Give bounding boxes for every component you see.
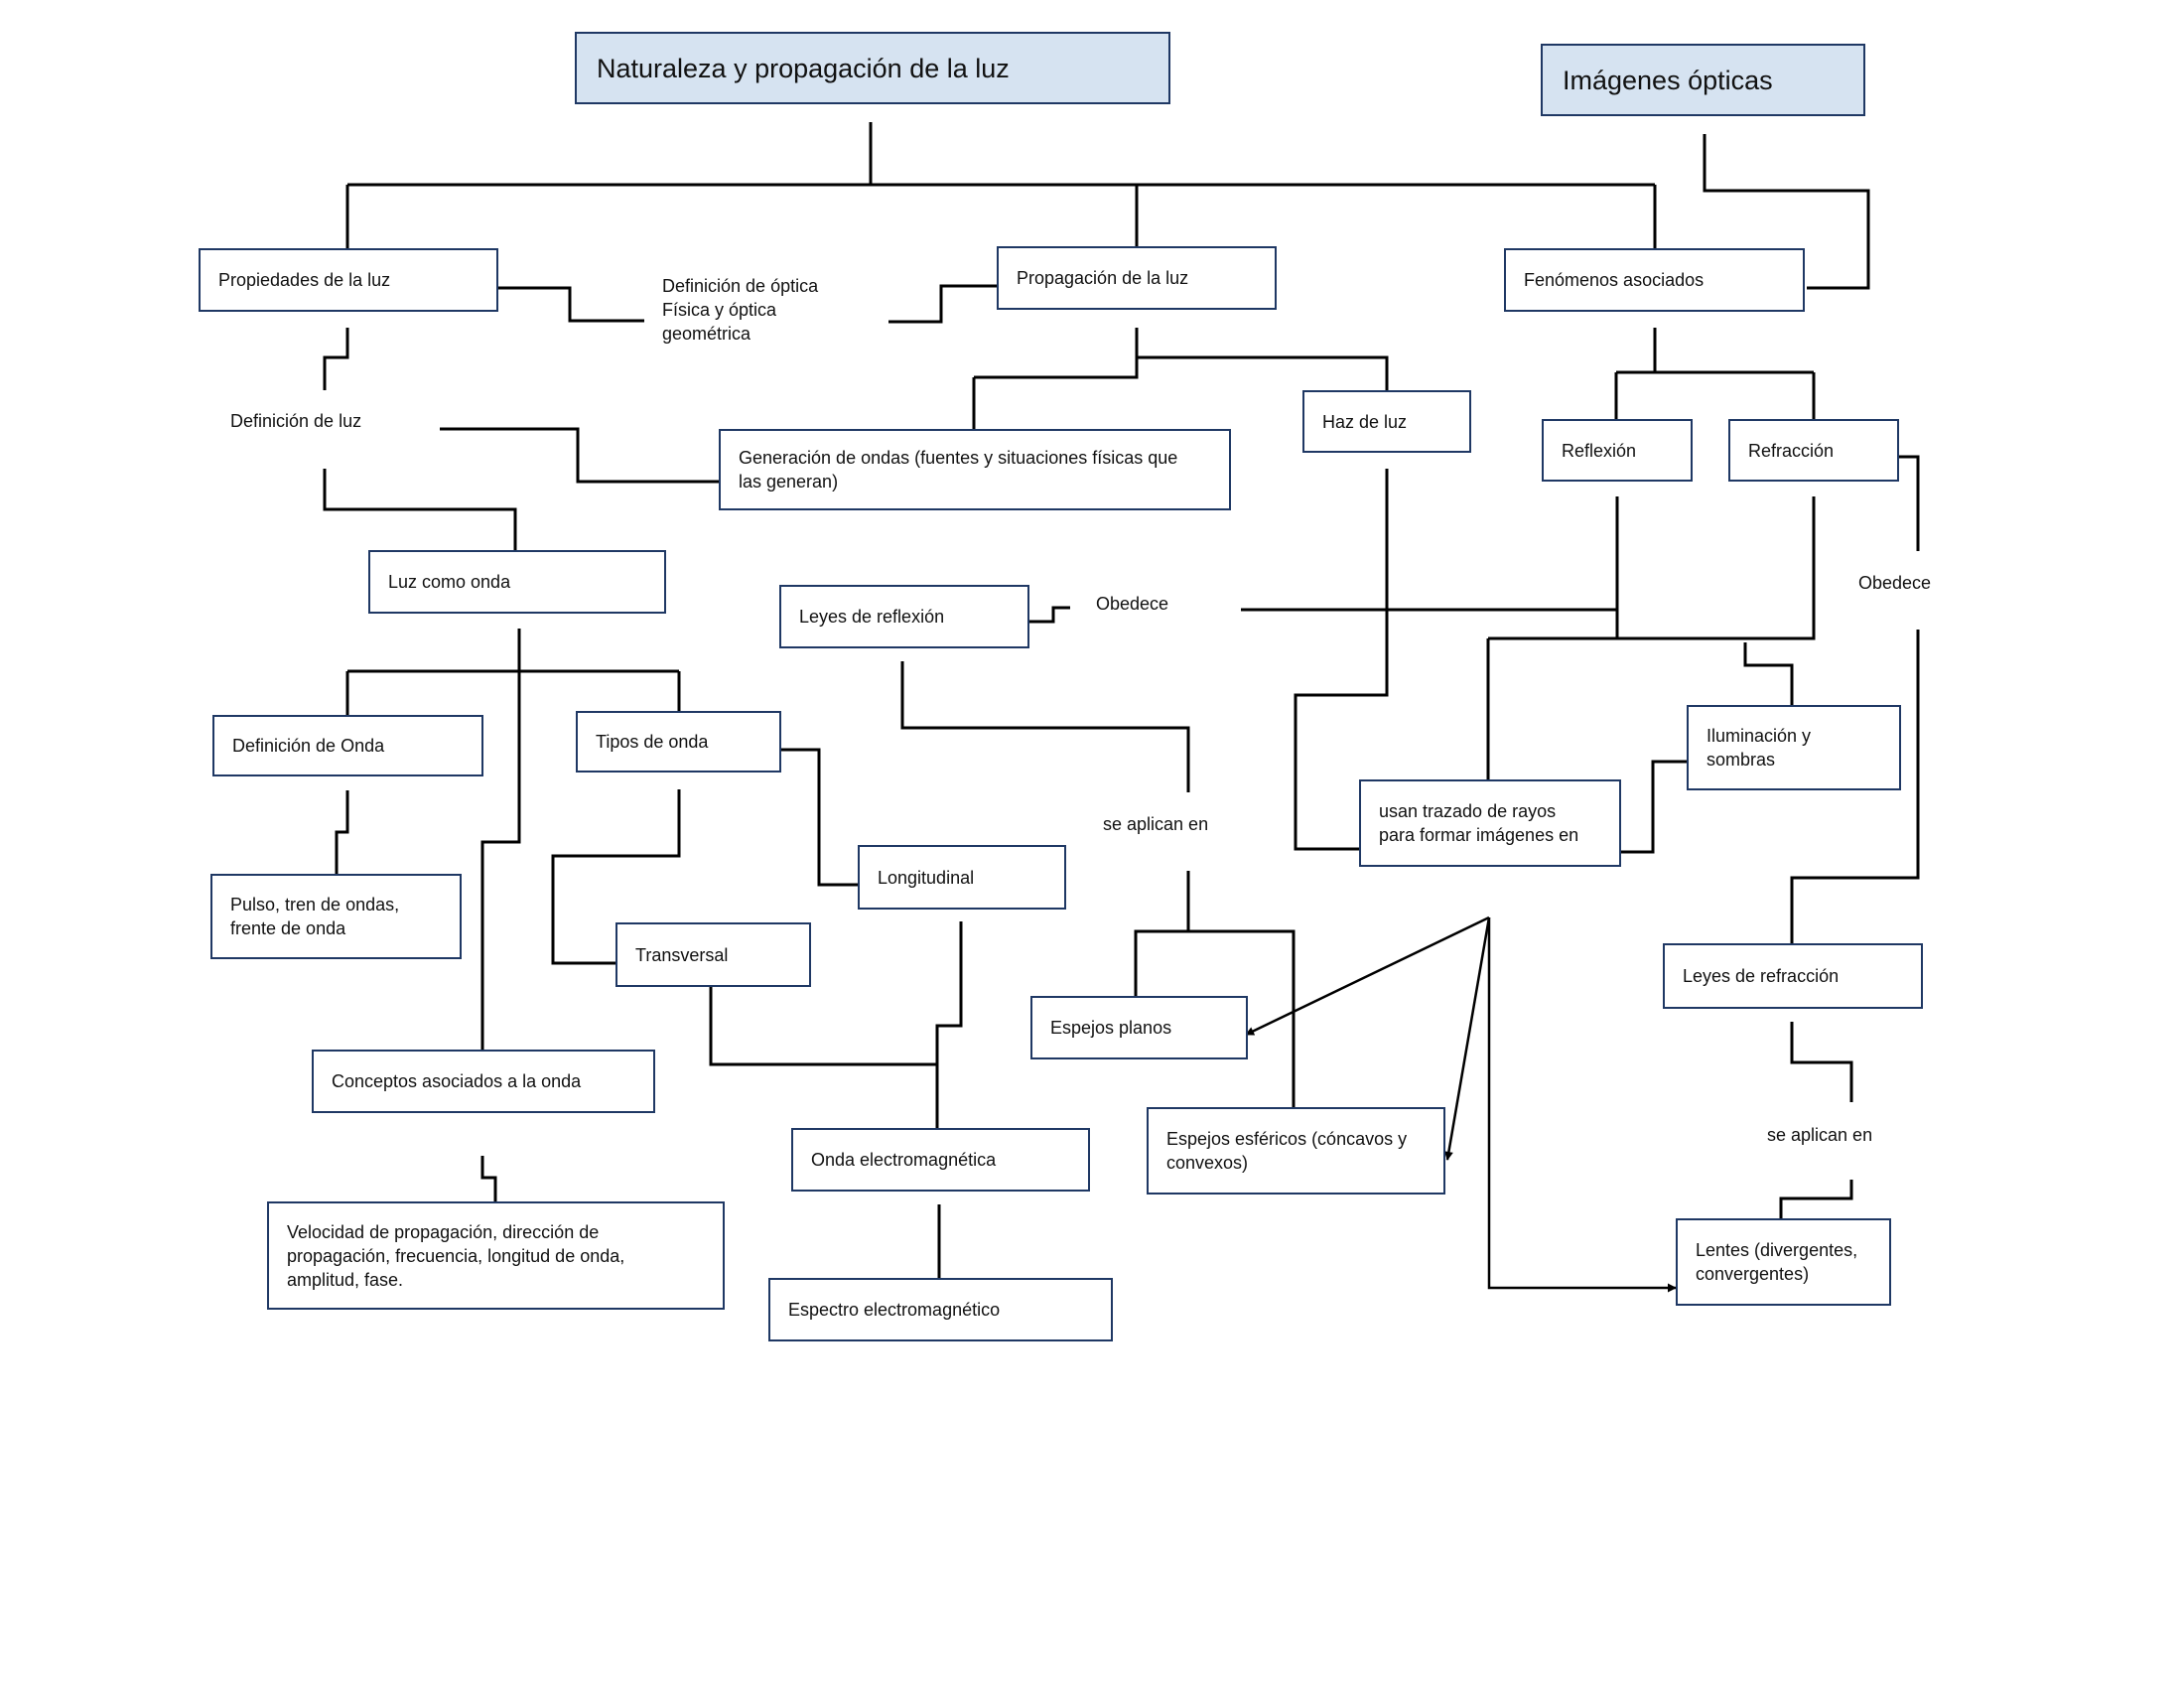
node-label: Transversal (635, 944, 729, 965)
node-label: Leyes de refracción (1683, 966, 1840, 986)
link-defluz-generacion (440, 427, 719, 484)
node-leyes-refraccion: Leyes de refracción (1663, 943, 1923, 1009)
link-defonda-pulso (335, 790, 349, 874)
node-label: Espejos esféricos (cóncavos y convexos) (1166, 1129, 1408, 1173)
label-obedece-refraccion: Obedece (1858, 573, 1932, 593)
node-tipos-onda: Tipos de onda (576, 711, 781, 773)
node-label: Imágenes ópticas (1563, 65, 1773, 95)
link-defluz-luzonda (323, 469, 517, 550)
node-label: Velocidad de propagación, dirección de p… (287, 1221, 625, 1290)
node-label: Reflexión (1562, 440, 1637, 461)
link-propiedades-defoptica (498, 286, 644, 323)
node-label: Definición de Onda (232, 736, 385, 756)
node-label: usan trazado de rayos para formar imágen… (1379, 801, 1579, 845)
link-tipos-longitudinal (781, 748, 858, 887)
node-label: Fenómenos asociados (1524, 270, 1705, 290)
link-leyesreflexion-obedece (1029, 606, 1070, 624)
node-luz-como-onda: Luz como onda (368, 550, 666, 614)
link-trazado-iluminacion (1621, 760, 1687, 854)
node-definicion-onda: Definición de Onda (212, 715, 483, 776)
node-label: Naturaleza y propagación de la luz (597, 53, 1010, 83)
node-label: Luz como onda (388, 572, 511, 592)
node-label: Conceptos asociados a la onda (332, 1071, 582, 1091)
link-fenomenos-children (1614, 328, 1816, 419)
node-longitudinal: Longitudinal (858, 845, 1066, 910)
link-title-branches (345, 122, 1657, 248)
label-se-aplican-espejos: se aplican en (1103, 814, 1209, 834)
link-obedece-leyesrefraccion (1790, 630, 1920, 943)
link-defoptica-propagacion (888, 284, 997, 324)
label-definicion-optica: Definición de óptica Física y óptica geo… (662, 276, 819, 344)
node-label: Leyes de reflexión (799, 607, 945, 627)
link-conceptos-velocidad (480, 1156, 497, 1201)
node-label: Propiedades de la luz (218, 270, 391, 290)
link-transversal-em (709, 921, 963, 1128)
node-label: Lentes (divergentes, convergentes) (1696, 1240, 1858, 1284)
node-espejos-esfericos: Espejos esféricos (cóncavos y convexos) (1147, 1107, 1445, 1195)
node-haz-luz: Haz de luz (1302, 390, 1471, 453)
node-onda-electromagnetica: Onda electromagnética (791, 1128, 1090, 1192)
arrow-to-espejos-esfericos (1443, 916, 1491, 1161)
link-seaplican-lentes (1779, 1180, 1853, 1218)
arrow-to-lentes (1487, 917, 1677, 1293)
node-propagacion-luz: Propagación de la luz (997, 246, 1277, 310)
node-label: Espejos planos (1050, 1018, 1172, 1038)
arrow-to-espejos-planos (1245, 915, 1490, 1037)
node-refraccion: Refracción (1728, 419, 1899, 482)
node-espejos-planos: Espejos planos (1030, 996, 1248, 1059)
node-iluminacion-sombras: Iluminación y sombras (1687, 705, 1901, 790)
node-pulso: Pulso, tren de ondas, frente de onda (210, 874, 462, 959)
node-label: Propagación de la luz (1017, 268, 1189, 288)
link-leyesrefraccion-seaplican (1790, 1022, 1853, 1102)
node-label: Longitudinal (878, 867, 975, 888)
node-label: Pulso, tren de ondas, frente de onda (230, 895, 400, 938)
node-label: Onda electromagnética (811, 1150, 997, 1170)
link-tipos-transversal (551, 789, 681, 965)
node-label: Refracción (1748, 440, 1835, 461)
node-label: Tipos de onda (596, 732, 709, 752)
node-leyes-reflexion: Leyes de reflexión (779, 585, 1029, 648)
link-iluminacion (1743, 642, 1794, 705)
link-refraccion-obedece (1899, 455, 1920, 551)
node-lentes: Lentes (divergentes, convergentes) (1676, 1218, 1891, 1306)
node-velocidad-propagacion: Velocidad de propagación, dirección de p… (267, 1201, 725, 1310)
label-obedece-reflexion: Obedece (1096, 594, 1169, 614)
label-definicion-luz: Definición de luz (230, 411, 362, 431)
node-generacion-ondas: Generación de ondas (fuentes y situacion… (719, 429, 1231, 510)
link-seaplican-espejos (1134, 871, 1296, 1107)
link-reflexion-refraccion-trazado (1486, 496, 1816, 779)
node-propiedades-luz: Propiedades de la luz (199, 248, 498, 312)
link-haz-trazado (1294, 469, 1389, 851)
link-obedece-reflexion (1241, 496, 1619, 638)
link-leyesreflexion-seaplican (900, 661, 1190, 792)
node-naturaleza-luz: Naturaleza y propagación de la luz (575, 32, 1170, 104)
link-luzonda-children (345, 629, 681, 1050)
link-propagacion-children (972, 328, 1389, 429)
node-label: Generación de ondas (fuentes y situacion… (739, 448, 1178, 492)
node-fenomenos-asociados: Fenómenos asociados (1504, 248, 1805, 312)
link-propiedades-defluz (323, 328, 349, 390)
node-imagenes-opticas: Imágenes ópticas (1541, 44, 1865, 116)
node-trazado-rayos: usan trazado de rayos para formar imágen… (1359, 779, 1621, 867)
node-conceptos-onda: Conceptos asociados a la onda (312, 1050, 655, 1113)
node-transversal: Transversal (615, 922, 811, 987)
node-reflexion: Reflexión (1542, 419, 1693, 482)
node-espectro-electromagnetico: Espectro electromagnético (768, 1278, 1113, 1341)
link-imagenes-fenomenos (1703, 134, 1870, 290)
node-label: Espectro electromagnético (788, 1300, 1001, 1320)
node-label: Iluminación y sombras (1706, 726, 1812, 770)
node-label: Haz de luz (1322, 411, 1408, 432)
label-se-aplican-lentes: se aplican en (1767, 1125, 1873, 1145)
